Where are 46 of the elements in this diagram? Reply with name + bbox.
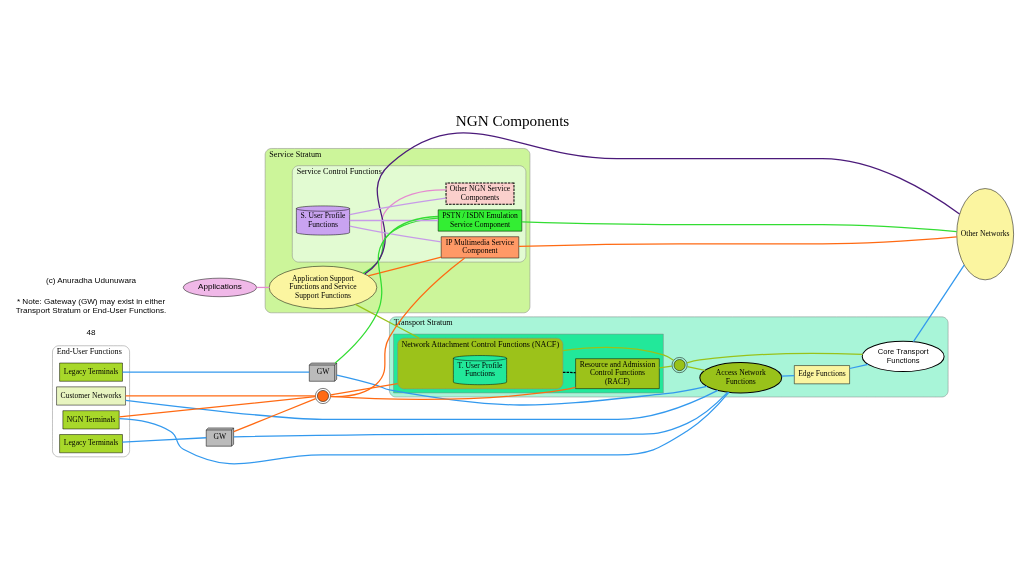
connector [561, 346, 674, 361]
node-box: Customer Networks [55, 386, 126, 406]
connector [912, 264, 965, 343]
label: (c) Anuradha Udunuwara [45, 275, 136, 285]
connector [232, 391, 728, 438]
connector [348, 197, 446, 216]
node-ellipse: Application Support Functions and Service Support Functions [268, 265, 377, 309]
connector [124, 395, 316, 397]
node-box: IP Multimedia Service Component [440, 236, 519, 259]
connector [517, 236, 957, 247]
diagram-title: NGN Components [455, 112, 569, 130]
connector [124, 389, 718, 420]
connector [329, 257, 465, 398]
connector [561, 371, 576, 374]
connector [686, 365, 706, 371]
node-box: Legacy Terminals [58, 434, 123, 454]
connector [780, 375, 795, 377]
label: * Note: Gateway (GW) may exist in either Transport Stratum or End-User Functions. [15, 297, 166, 316]
connector [121, 371, 310, 373]
connector [348, 219, 439, 222]
connector [348, 225, 442, 243]
connector [335, 374, 708, 406]
connector [118, 396, 316, 418]
node-ellipse: Applications [182, 277, 257, 297]
label: 48 [86, 327, 96, 337]
connector [329, 383, 398, 396]
node-box: PSTN / ISDN Emulation Service Component [437, 209, 522, 232]
connector [118, 391, 730, 465]
connector [367, 256, 442, 277]
node-box: Legacy Terminals [58, 362, 123, 382]
node-ellipse: Access Network Functions [698, 362, 782, 394]
connector [334, 215, 439, 364]
connector [232, 398, 316, 433]
node-ellipse: Other Networks [955, 188, 1014, 281]
connector [329, 386, 576, 400]
node-box: Edge Functions [793, 365, 850, 385]
connector [520, 221, 957, 233]
node-box: NGN Terminals [62, 410, 119, 430]
cluster [392, 333, 664, 394]
connector [685, 352, 863, 364]
connector [658, 365, 673, 369]
node-box: Other NGN Service Components [445, 182, 514, 205]
connector [848, 363, 869, 370]
connector [362, 217, 439, 274]
connector [121, 437, 207, 443]
node-box: Resource and Admission Control Functions (RACF) [574, 358, 660, 389]
